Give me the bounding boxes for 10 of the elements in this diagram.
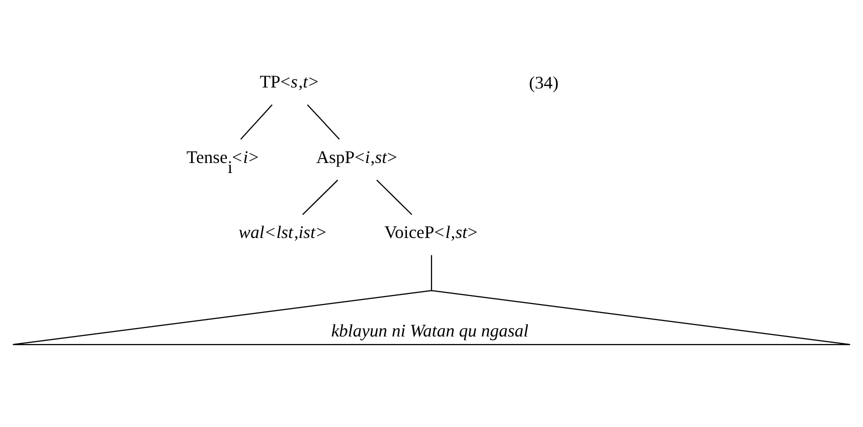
node-text: VoiceP<l,st> (384, 222, 478, 242)
connector (302, 180, 338, 216)
connector (307, 104, 340, 140)
node-text: wal<lst,ist> (238, 222, 326, 242)
connector (430, 255, 432, 290)
connector (240, 104, 273, 140)
node-text: AspP<i,st> (316, 146, 398, 167)
connector (376, 180, 412, 216)
node-text: TP<s,t> (260, 71, 318, 92)
label: (34) (529, 72, 559, 93)
